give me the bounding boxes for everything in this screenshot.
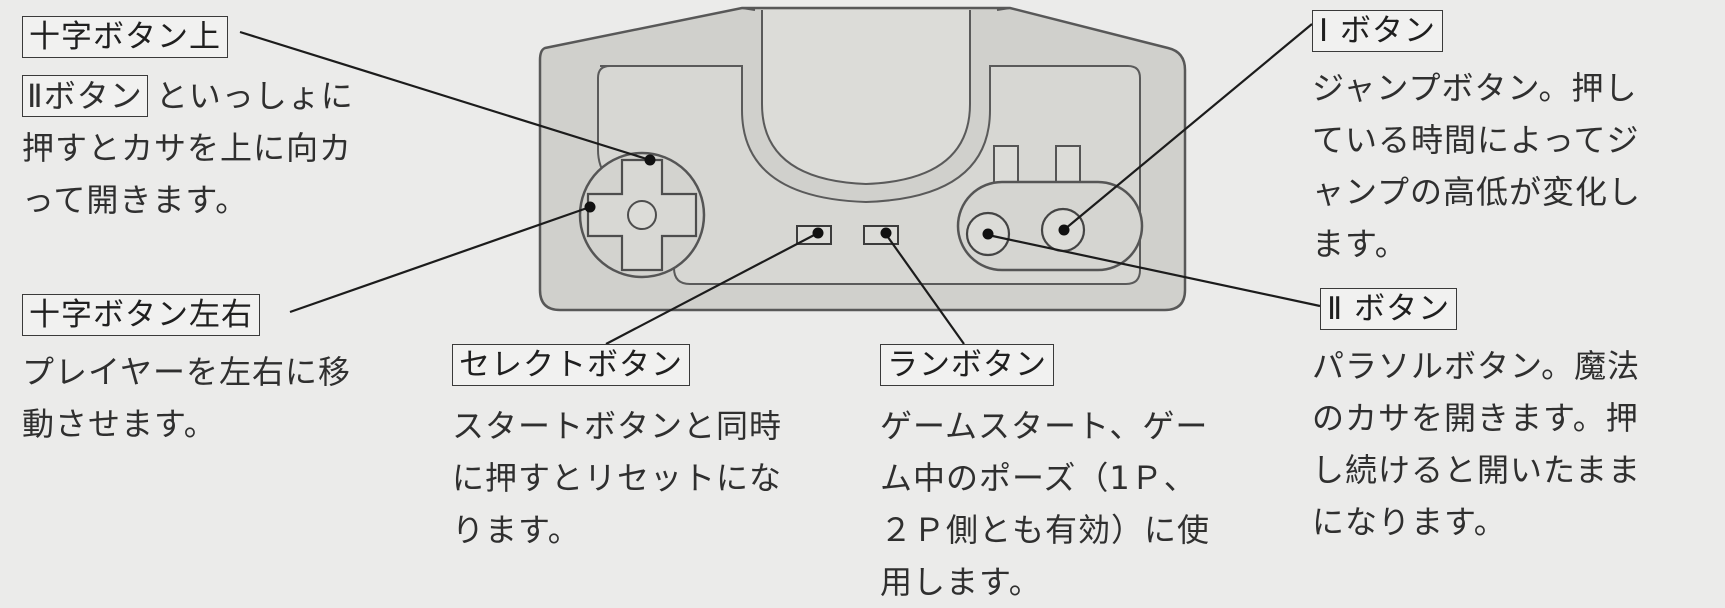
run-desc-line-2: ム中のポーズ（1Ｐ、 (880, 459, 1197, 497)
dpad-up-desc-line-1: Ⅱボタンといっしょに (22, 70, 354, 122)
button1-desc-line-2: ている時間によってジ (1312, 121, 1640, 159)
dpad-lr-label: 十字ボタン左右 (22, 294, 260, 336)
turbo-switch-right (1055, 145, 1081, 185)
button2-description: パラソルボタン。魔法 のカサを開きます。押 し続けると開いたまま になります。 (1312, 340, 1641, 548)
button2-desc-line-3: し続けると開いたまま (1312, 451, 1642, 489)
point-dpad-up (644, 154, 656, 166)
button1-desc-line-1: ジャンプボタン。押し (1312, 69, 1638, 107)
controller-top-edge (741, 7, 1011, 11)
point-run (880, 227, 892, 239)
point-button1 (1058, 224, 1070, 236)
select-description: スタートボタンと同時 に押すとリセットにな ります。 (452, 400, 782, 556)
dpad-lr-desc-line-1: プレイヤーを左右に移 (22, 353, 352, 391)
dpad-up-desc-text-1: といっしょに (155, 77, 354, 115)
select-desc-line-2: に押すとリセットにな (452, 459, 783, 497)
leader-select (605, 232, 819, 345)
button1-desc-line-4: ます。 (1312, 225, 1408, 263)
button1-description: ジャンプボタン。押し ている時間によってジ ャンプの高低が変化し ます。 (1312, 62, 1641, 270)
run-desc-line-4: 用します。 (880, 563, 1042, 601)
run-desc-line-3: ２Ｐ側とも有効）に使 (880, 511, 1211, 549)
point-dpad-lr (584, 201, 596, 213)
button2-desc-line-2: のカサを開きます。押 (1312, 399, 1639, 437)
button2-desc-line-1: パラソルボタン。魔法 (1312, 347, 1641, 385)
leader-button2 (987, 233, 1321, 308)
button2-desc-line-4: になります。 (1312, 503, 1507, 541)
button2-label: Ⅱ ボタン (1320, 288, 1458, 330)
point-button2 (982, 228, 994, 240)
turbo-switch-left (993, 145, 1019, 185)
button1-label: Ⅰ ボタン (1312, 10, 1443, 52)
select-label: セレクトボタン (452, 344, 690, 386)
button1-desc-line-3: ャンプの高低が変化し (1312, 173, 1642, 211)
point-select (812, 227, 824, 239)
leader-dpad-lr (289, 205, 591, 314)
dpad-up-desc-line-2: 押すとカサを上に向カ (22, 129, 353, 167)
dpad-lr-desc-line-2: 動させます。 (22, 405, 217, 443)
run-desc-line-1: ゲームスタート、ゲー (880, 407, 1209, 445)
dpad-up-description: Ⅱボタンといっしょに 押すとカサを上に向カ って開きます。 (22, 70, 354, 226)
run-label: ランボタン (880, 344, 1054, 386)
select-desc-line-1: スタートボタンと同時 (452, 407, 783, 445)
run-description: ゲームスタート、ゲー ム中のポーズ（1Ｐ、 ２Ｐ側とも有効）に使 用します。 (880, 400, 1210, 608)
dpad-center (627, 200, 657, 230)
select-desc-line-3: ります。 (452, 511, 581, 549)
dpad-lr-description: プレイヤーを左右に移 動させます。 (22, 346, 351, 450)
dpad-up-label: 十字ボタン上 (22, 16, 228, 58)
controller-center-cutout (761, 10, 971, 186)
button-2-inline-tag: Ⅱボタン (22, 75, 148, 117)
leader-dpad-up (239, 30, 651, 162)
dpad-up-desc-line-3: って開きます。 (22, 181, 249, 219)
leader-run (884, 232, 965, 345)
leader-button1 (1064, 23, 1313, 230)
